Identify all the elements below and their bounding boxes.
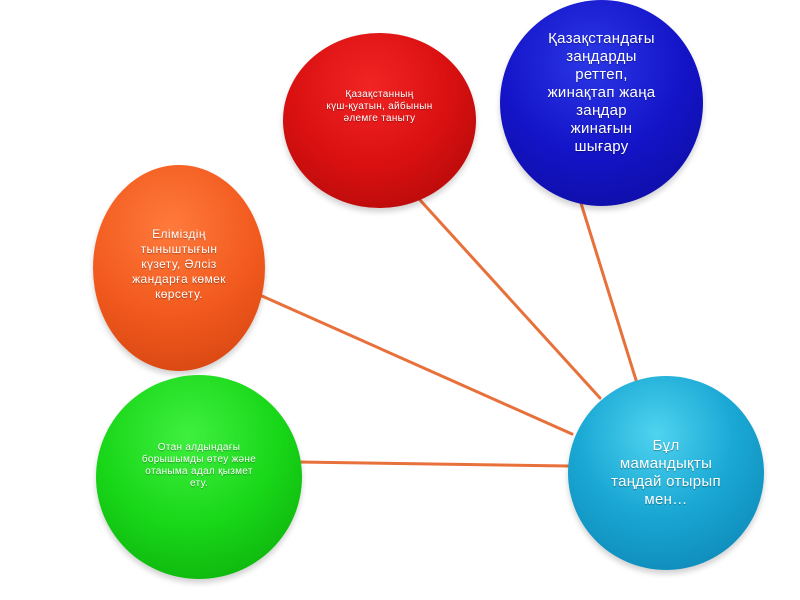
connector-blue [578, 198, 638, 382]
node-green-label: Отан алдындағы борышымды өтеу және отаны… [141, 442, 257, 489]
node-center-label: Бұл мамандықты таңдай отырып мен… [611, 437, 721, 508]
node-orange: Еліміздің тыныштығын күзету, Әлсіз жанда… [93, 165, 265, 371]
node-center: Бұл мамандықты таңдай отырып мен… [568, 376, 764, 570]
connector-red [418, 198, 602, 400]
node-blue: Қазақстандағы заңдарды реттеп, жинақтап … [500, 0, 703, 206]
node-green: Отан алдындағы борышымды өтеу және отаны… [96, 375, 302, 579]
node-orange-label: Еліміздің тыныштығын күзету, Әлсіз жанда… [132, 226, 226, 301]
connector-green [296, 460, 570, 468]
node-red: Қазақстанның күш-қуатын, айбынын әлемге … [283, 33, 476, 208]
node-red-label: Қазақстанның күш-қуатын, айбынын әлемге … [326, 88, 433, 124]
node-blue-label: Қазақстандағы заңдарды реттеп, жинақтап … [547, 30, 656, 155]
connector-orange [260, 294, 574, 436]
